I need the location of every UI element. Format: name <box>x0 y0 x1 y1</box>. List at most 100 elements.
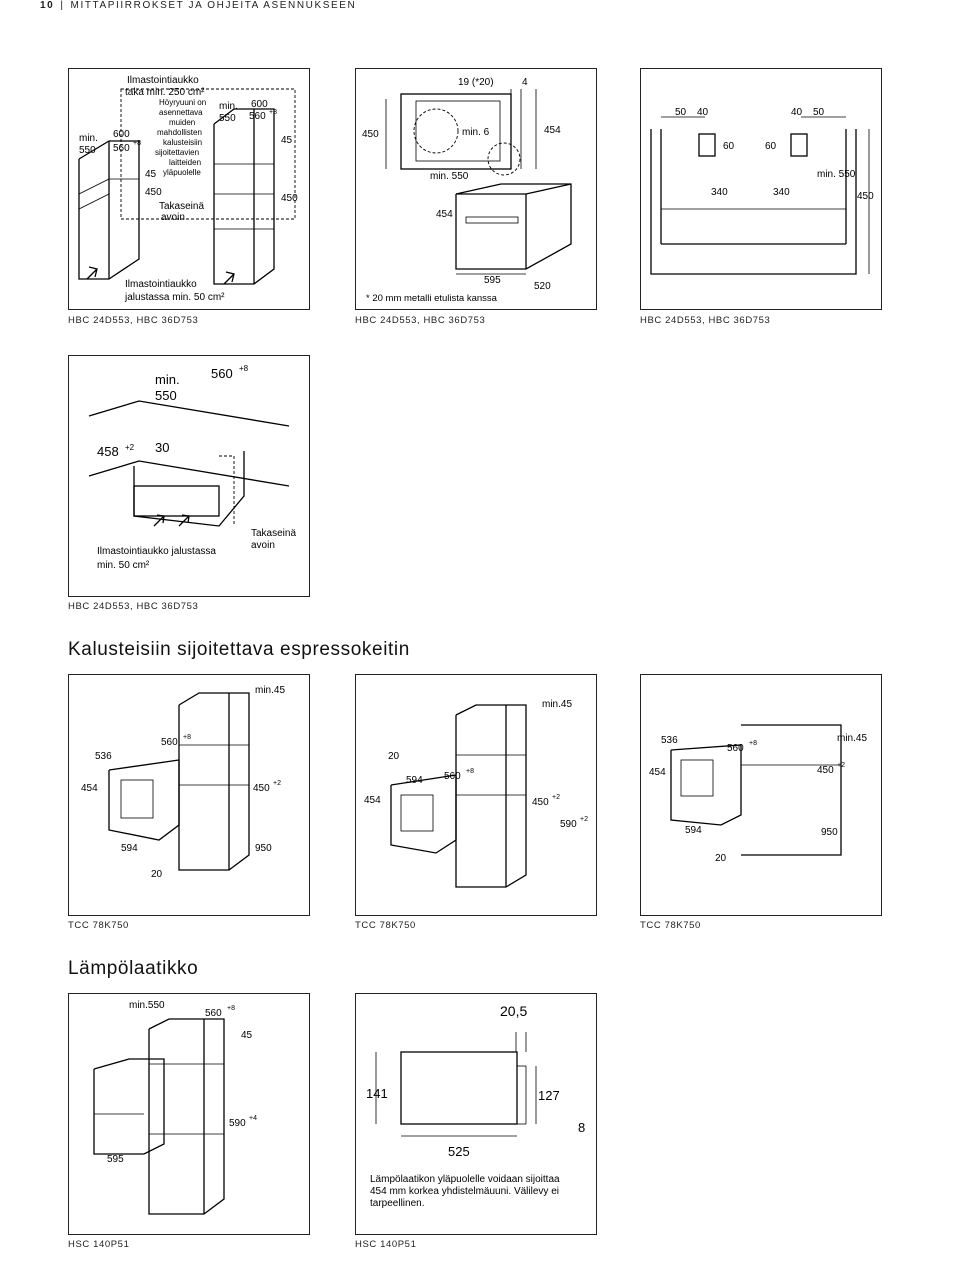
air-arrow-right <box>223 271 235 285</box>
vent-top-label-2: taka min. 250 cm² <box>125 87 205 98</box>
dim-560: 560 <box>444 771 461 782</box>
dim-600-left: 600 <box>113 129 130 140</box>
dim-19: 19 (*20) <box>458 77 494 88</box>
caption-heater-1: HSC 140P51 <box>68 1239 130 1250</box>
dim-45-left: 45 <box>145 169 157 180</box>
min550: min.550 <box>129 1000 165 1011</box>
dim-560-right: 560 <box>249 111 266 122</box>
vent-outline <box>120 88 296 220</box>
dim-60-right: 60 <box>765 141 777 152</box>
dim-560: 560 <box>205 1008 222 1019</box>
dim-950: 950 <box>255 843 272 854</box>
dim-127: 127 <box>538 1088 560 1103</box>
dim-20: 20 <box>715 853 727 864</box>
dim-20: 20 <box>388 751 400 762</box>
dim-590: 590 <box>229 1118 246 1129</box>
dim-560-left: 560 <box>113 143 130 154</box>
cabinet-drawing: Ilmastointiaukko taka min. 250 cm² Höyry… <box>78 75 298 303</box>
dim-min: min. <box>155 372 180 387</box>
espresso-3-drawing: 536 560 +8 min.45 454 450 +2 594 950 20 <box>649 724 867 864</box>
dim-min550: min. 550 <box>430 171 469 182</box>
page-number: 10 <box>40 0 55 11</box>
drawer-front <box>400 1051 518 1125</box>
dim-600-right: 600 <box>251 99 268 110</box>
dim-454: 454 <box>544 125 561 136</box>
diagram-heater-dims: 20,5 141 127 8 525 Lämpölaatikon yläpuol… <box>355 993 597 1235</box>
diagram-espresso-3: 536 560 +8 min.45 454 450 +2 594 950 20 <box>640 674 882 916</box>
header-separator: | <box>60 0 65 11</box>
diagram-oven-section: 19 (*20) 4 450 min. 6 454 min. 550 454 5… <box>355 68 597 310</box>
dim-536: 536 <box>661 735 678 746</box>
dim-60-left: 60 <box>723 141 735 152</box>
vent-top-label-1: Ilmastointiaukko <box>127 75 199 86</box>
dim-8: 8 <box>578 1120 585 1135</box>
dim-sup8: +8 <box>466 768 474 775</box>
dim-50-right: 50 <box>813 107 825 118</box>
dim-560: 560 <box>211 366 233 381</box>
dim-595: 595 <box>484 275 501 286</box>
steam-note-7: laitteiden <box>169 158 201 167</box>
dim-45: 45 <box>241 1030 253 1041</box>
dim-450: 450 <box>817 765 834 776</box>
dim-550: 550 <box>155 388 177 403</box>
min45: min.45 <box>542 699 572 710</box>
caption-espresso-2: TCC 78K750 <box>355 920 416 931</box>
dim-950: 950 <box>821 827 838 838</box>
dim-141: 141 <box>366 1086 388 1101</box>
steam-note-8: yläpuolelle <box>163 168 201 177</box>
heater-note-line-3: tarpeellinen. <box>370 1198 425 1209</box>
diagram-heater-cabinet: min.550 560 +8 45 590 +4 595 <box>68 993 310 1235</box>
dim-sup8-left: +8 <box>133 140 141 147</box>
dim-min-left: min. <box>79 133 98 144</box>
header-title: MITTAPIIRROKSET JA OHJEITA ASENNUKSEEN <box>70 0 357 11</box>
niche-outline <box>400 93 512 170</box>
heater-note-line-2: 454 mm korkea yhdistelmäuuni. Välilevy e… <box>370 1186 559 1197</box>
page-header: 10 | MITTAPIIRROKSET JA OHJEITA ASENNUKSEE… <box>40 0 356 11</box>
niche-front-drawing: 50 40 40 50 60 60 340 340 min. 550 450 <box>650 107 874 275</box>
dim-594: 594 <box>685 825 702 836</box>
footnote: * 20 mm metalli etulista kanssa <box>366 293 498 304</box>
oven-section-drawing: 19 (*20) 4 450 min. 6 454 min. 550 454 5… <box>362 77 572 304</box>
heater-cabinet-drawing: min.550 560 +8 45 590 +4 595 <box>93 1000 257 1215</box>
vent-bottom-label-1: Ilmastointiaukko <box>125 279 197 290</box>
dim-30: 30 <box>155 440 169 455</box>
dim-560: 560 <box>727 743 744 754</box>
vent-hatch-right <box>790 133 808 157</box>
min45: min.45 <box>837 733 867 744</box>
vent-label-1: Ilmastointiaukko jalustassa <box>97 546 216 557</box>
dim-590: 590 <box>560 819 577 830</box>
dim-sup4: +4 <box>249 1115 257 1122</box>
rear-open-label-2: avoin <box>161 212 185 223</box>
dim-594: 594 <box>121 843 138 854</box>
caption-row2-1: HBC 24D553, HBC 36D753 <box>68 601 199 612</box>
dim-520: 520 <box>534 281 551 292</box>
dim-340-right: 340 <box>773 187 790 198</box>
espresso-1-drawing: min.45 560 +8 536 454 450 +2 594 950 20 <box>81 685 285 880</box>
dim-560: 560 <box>161 737 178 748</box>
dim-sup8: +8 <box>227 1005 235 1012</box>
dim-450: 450 <box>253 783 270 794</box>
caption-row1-2: HBC 24D553, HBC 36D753 <box>355 315 486 326</box>
espresso-2-drawing: min.45 20 594 560 +8 454 450 +2 590 +2 <box>364 699 588 888</box>
dim-sup8: +8 <box>239 364 249 373</box>
dim-20-5: 20,5 <box>500 1003 527 1019</box>
section-title-espresso: Kalusteisiin sijoitettava espressokeitin <box>68 639 410 660</box>
steam-note-1: Höyryuuni on <box>159 98 206 107</box>
dim-450: 450 <box>857 191 874 202</box>
dim-sup8-right: +8 <box>269 109 277 116</box>
dim-454: 454 <box>81 783 98 794</box>
dim-536: 536 <box>95 751 112 762</box>
dim-450: 450 <box>362 129 379 140</box>
caption-row1-3: HBC 24D553, HBC 36D753 <box>640 315 771 326</box>
dim-min6: min. 6 <box>462 127 490 138</box>
vent-label-2: min. 50 cm² <box>97 560 150 571</box>
dim-sup2: +2 <box>837 762 845 769</box>
dim-sup2: +2 <box>273 780 281 787</box>
vent-bottom-label-2: jalustassa min. 50 cm² <box>124 292 225 303</box>
dim-525: 525 <box>448 1144 470 1159</box>
dim-454: 454 <box>364 795 381 806</box>
steam-note-6: sijoitettavien <box>155 148 199 157</box>
air-arrow-2 <box>178 514 190 527</box>
rear-label-1: Takaseinä <box>251 528 296 539</box>
dim-min550: min. 550 <box>817 169 856 180</box>
